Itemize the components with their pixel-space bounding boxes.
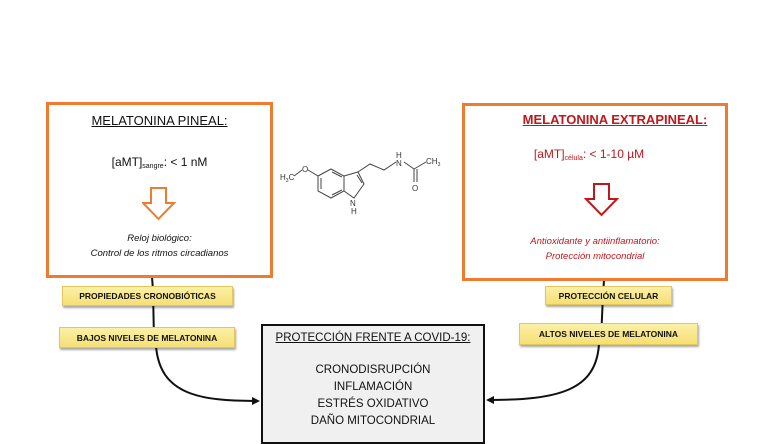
methyl-left-label: H3C xyxy=(280,173,295,184)
extrapineal-melatonin-box: MELATONINA EXTRAPINEAL: [aMT]célula: < 1… xyxy=(462,103,728,281)
methyl-right-label: CH3 xyxy=(426,157,441,168)
center-item: ESTRÉS OXIDATIVO xyxy=(317,398,429,410)
orange-down-arrow-icon xyxy=(142,187,176,221)
center-item: DAÑO MITOCONDRIAL xyxy=(310,415,436,427)
pineal-desc-line1: Reloj biológico: xyxy=(127,233,192,244)
extrapineal-description: Antioxidante y antiinflamatorio: Protecc… xyxy=(465,234,725,264)
label-low-melatonin: BAJOS NIVELES DE MELATONINA xyxy=(59,327,235,348)
pineal-desc-line2: Control de los ritmos circadianos xyxy=(90,248,229,259)
conc-subscript: sangre xyxy=(142,163,164,170)
pineal-title: MELATONINA PINEAL: xyxy=(91,113,228,128)
pineal-description: Reloj biológico: Control de los ritmos c… xyxy=(49,231,270,261)
conc-value: : < 1 nM xyxy=(163,155,208,169)
extrapineal-desc-line1: Antioxidante y antiinflamatorio: xyxy=(530,236,660,247)
amide-h-label: H xyxy=(396,151,402,160)
label-cell-protection: PROTECCIÓN CELULAR xyxy=(545,286,672,305)
amide-n-label: N xyxy=(396,159,402,168)
label-high-melatonin: ALTOS NIVELES DE MELATONINA xyxy=(519,323,698,345)
conc-subscript: célula xyxy=(564,155,583,162)
conc-value: : < 1-10 µM xyxy=(582,147,645,161)
ether-oxygen-label: O xyxy=(302,165,308,174)
melatonin-molecule-icon: H3C O N H H N O CH3 xyxy=(280,151,441,216)
extrapineal-concentration: [aMT]célula: < 1-10 µM xyxy=(453,147,725,162)
center-item: CRONODISRUPCIÓN xyxy=(315,364,431,376)
ring-h-label: H xyxy=(351,207,357,216)
red-down-arrow-icon xyxy=(584,183,620,217)
carbonyl-oxygen-label: O xyxy=(412,184,418,193)
label-chronobiotic-properties: PROPIEDADES CRONOBIÓTICAS xyxy=(62,286,233,306)
pineal-melatonin-box: MELATONINA PINEAL: [aMT]sangre: < 1 nM R… xyxy=(46,102,273,278)
conc-prefix: [aMT] xyxy=(533,147,565,161)
right-curve-arrow xyxy=(486,343,600,404)
conc-prefix: [aMT] xyxy=(111,155,143,169)
pineal-concentration: [aMT]sangre: < 1 nM xyxy=(49,155,270,170)
covid-protection-box: PROTECCIÓN FRENTE A COVID-19: CRONODISRU… xyxy=(261,324,485,444)
extrapineal-desc-line2: Protección mitocondrial xyxy=(545,251,645,262)
left-curve-arrow xyxy=(155,345,260,405)
center-item: INFLAMACIÓN xyxy=(333,381,413,393)
extrapineal-title: MELATONINA EXTRAPINEAL: xyxy=(522,112,708,127)
covid-protection-title: PROTECCIÓN FRENTE A COVID-19: xyxy=(275,332,471,344)
ring-n-label: N xyxy=(350,199,356,208)
